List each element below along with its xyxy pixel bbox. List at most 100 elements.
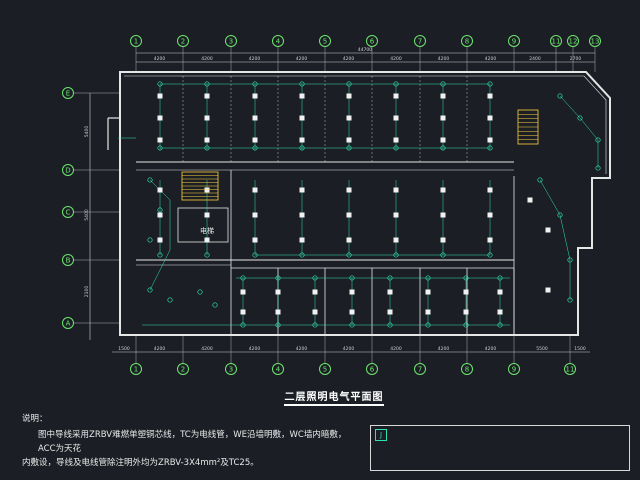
office-light <box>349 289 355 295</box>
dim-top-seg: 4200 <box>390 56 402 62</box>
axis-bottom-1-label: 1 <box>134 366 138 374</box>
axis-top-2: 2 <box>177 35 189 47</box>
axis-bottom-5-label: 5 <box>323 366 327 374</box>
axis-left-E: E <box>62 87 74 99</box>
ceiling-light <box>346 187 352 193</box>
office-light <box>387 289 393 295</box>
office-light <box>497 289 503 295</box>
axis-top-12-ring <box>567 35 579 47</box>
junction-node <box>349 275 355 281</box>
axis-top-9-ring <box>508 35 520 47</box>
dim-bottom-seg: 4200 <box>390 346 402 352</box>
dim-bottom-seg: 1500 <box>574 346 586 352</box>
axis-bottom-7: 7 <box>414 363 426 375</box>
axis-top-4-ring <box>272 35 284 47</box>
ceiling-light <box>346 93 352 99</box>
ceiling-light <box>252 187 258 193</box>
axis-bottom-4-label: 4 <box>276 366 281 374</box>
dim-left-seg: 5400 <box>84 126 90 138</box>
axis-bottom-7-label: 7 <box>418 366 422 374</box>
dim-bottom-seg: 4200 <box>154 346 166 352</box>
axis-left-D-label: D <box>65 167 70 175</box>
dim-bottom-seg: 4200 <box>296 346 308 352</box>
axis-top-8-ring <box>461 35 473 47</box>
axis-bottom-11-label: 11 <box>566 366 575 374</box>
axis-bottom-11-ring <box>564 363 576 375</box>
ceiling-light <box>545 227 551 233</box>
ceiling-light <box>204 115 210 121</box>
junction-node <box>346 81 352 87</box>
lobby-node <box>167 297 173 303</box>
junction-node <box>487 81 493 87</box>
junction-node <box>497 322 503 328</box>
dim-left-seg: 2100 <box>84 286 90 298</box>
axis-left-A-ring <box>62 317 74 329</box>
ceiling-light <box>157 187 163 193</box>
junction-node <box>387 322 393 328</box>
axis-bottom-4: 4 <box>272 363 284 375</box>
axis-bottom-6: 6 <box>366 363 378 375</box>
axis-left-D-ring <box>62 164 74 176</box>
ceiling-light <box>393 93 399 99</box>
dim-top-total: 44700 <box>358 47 372 53</box>
junction-node <box>387 275 393 281</box>
junction-node <box>393 81 399 87</box>
junction-node <box>157 81 163 87</box>
ceiling-light <box>346 212 352 218</box>
lobby-node <box>147 287 153 293</box>
junction-node <box>463 275 469 281</box>
junction-node <box>240 322 246 328</box>
junction-node <box>204 145 210 151</box>
junction-node <box>252 81 258 87</box>
junction-node <box>275 275 281 281</box>
junction-node <box>299 252 305 258</box>
office-light <box>275 309 281 315</box>
junction-node <box>252 252 258 258</box>
axis-left-C-ring <box>62 206 74 218</box>
junction-node <box>204 252 210 258</box>
circuit-ne-corner <box>559 95 599 168</box>
dim-bottom-seg: 4200 <box>485 346 497 352</box>
junction-node <box>487 145 493 151</box>
ceiling-light <box>204 187 210 193</box>
ceiling-light <box>252 115 258 121</box>
east-node <box>577 115 583 121</box>
junction-node <box>252 145 258 151</box>
axis-bottom-8-label: 8 <box>465 366 469 374</box>
junction-node <box>425 322 431 328</box>
axis-top-13: 13 <box>589 35 601 47</box>
axis-top-5: 5 <box>319 35 331 47</box>
junction-node <box>157 252 163 258</box>
junction-node <box>299 145 305 151</box>
axis-top-1-ring <box>130 35 142 47</box>
office-light <box>312 309 318 315</box>
ceiling-light <box>440 187 446 193</box>
ceiling-light <box>545 287 551 293</box>
lobby-node <box>147 237 153 243</box>
lobby-node <box>197 289 203 295</box>
east-node <box>595 137 601 143</box>
axis-top-12-label: 12 <box>569 38 578 46</box>
ceiling-light <box>393 212 399 218</box>
axis-bottom-2-ring <box>177 363 189 375</box>
office-light <box>463 309 469 315</box>
axis-left-B: B <box>62 254 74 266</box>
east-node <box>595 165 601 171</box>
ceiling-light <box>204 93 210 99</box>
junction-node <box>425 275 431 281</box>
dim-left-seg: 5400 <box>84 209 90 221</box>
junction-node <box>440 145 446 151</box>
axis-top-2-ring <box>177 35 189 47</box>
axis-bottom-5: 5 <box>319 363 331 375</box>
axis-top-13-ring <box>589 35 601 47</box>
axis-top-13-label: 13 <box>591 38 600 46</box>
junction-node <box>349 322 355 328</box>
junction-node <box>275 322 281 328</box>
junction-node <box>299 81 305 87</box>
junction-node <box>393 252 399 258</box>
axis-top-5-label: 5 <box>323 38 327 46</box>
ceiling-light <box>346 137 352 143</box>
dim-top-seg: 4200 <box>201 56 213 62</box>
ceiling-light <box>299 93 305 99</box>
